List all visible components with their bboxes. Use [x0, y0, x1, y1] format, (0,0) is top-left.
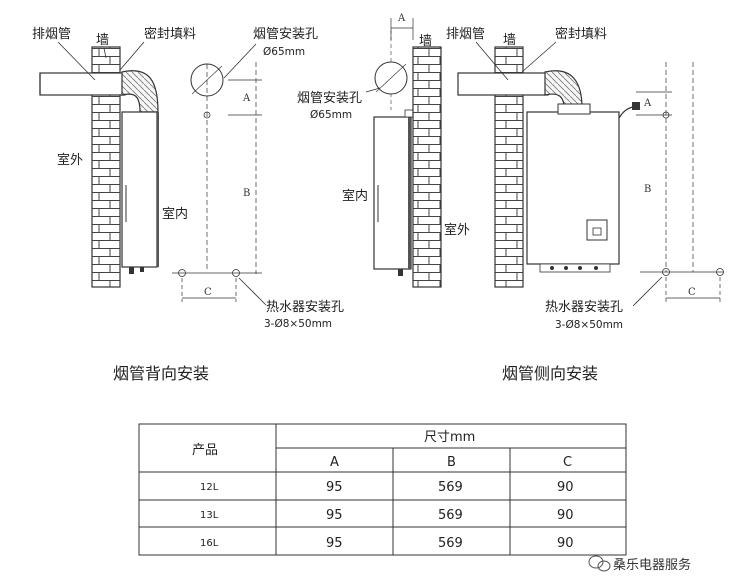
table-cell: 95 — [326, 508, 343, 523]
table-row-product: 12L — [200, 482, 219, 493]
size-table: 产品 尺寸mm A B C 12L 95 569 90 13L 95 569 9… — [138, 423, 627, 556]
table-cell: 90 — [557, 508, 574, 523]
right-brick-wall-1 — [412, 46, 442, 288]
table-col-c: C — [563, 455, 572, 470]
right-diagram-title: 烟管侧向安装 — [502, 364, 598, 383]
left-water-heater — [121, 111, 158, 268]
left-heater-hole-spec: 3-Ø8×50mm — [264, 318, 332, 330]
left-sealant-label: 密封填料 — [144, 26, 196, 42]
right-exhaust-pipe — [457, 72, 549, 96]
right-indoor-label: 室内 — [342, 188, 368, 204]
left-dim-a: A — [242, 93, 251, 104]
left-flue-hole-label: 烟管安装孔 — [253, 27, 318, 42]
left-exhaust-pipe-label: 排烟管 — [32, 27, 71, 42]
right-dim-c: C — [688, 287, 696, 298]
right-water-heater — [526, 111, 620, 265]
table-col-b: B — [447, 455, 456, 470]
left-dim-c: C — [204, 287, 212, 298]
right-exhaust-pipe-label: 排烟管 — [446, 27, 485, 42]
right-sealant-label: 密封填料 — [555, 26, 607, 42]
watermark: 桑乐电器服务 — [588, 555, 691, 573]
table-cell: 95 — [326, 536, 343, 551]
left-outdoor-label: 室外 — [57, 152, 83, 168]
left-diagram-title: 烟管背向安装 — [113, 364, 209, 383]
right-wall-label-1: 墙 — [419, 34, 432, 49]
table-cell: 569 — [438, 480, 463, 495]
table-row-product: 16L — [200, 538, 219, 549]
table-cell: 95 — [326, 480, 343, 495]
watermark-text: 桑乐电器服务 — [613, 557, 691, 573]
table-cell: 90 — [557, 536, 574, 551]
right-heater-display — [586, 219, 608, 241]
right-dim-b: B — [644, 184, 651, 195]
table-cell: 569 — [438, 508, 463, 523]
left-flex-elbow — [121, 70, 159, 113]
right-heater-hole-label: 热水器安装孔 — [545, 300, 623, 315]
left-diagram: 排烟管 墙 密封填料 室外 室内 烟管安装孔 Ø65mm A B C 热水器安装… — [32, 26, 344, 383]
right-flue-dia-label: Ø65mm — [310, 109, 352, 121]
right-flex-elbow — [544, 70, 583, 109]
table-product-header: 产品 — [192, 443, 218, 458]
table-col-a: A — [330, 455, 339, 470]
left-exhaust-pipe — [39, 72, 126, 96]
table-cell: 90 — [557, 480, 574, 495]
table-row-product: 13L — [200, 510, 219, 521]
right-diagram: A 烟管安装孔 Ø65mm 室内 墙 室外 排烟管 — [297, 13, 724, 383]
table-size-header: 尺寸mm — [424, 430, 475, 445]
left-indoor-label: 室内 — [162, 206, 188, 222]
left-flue-dia-label: Ø65mm — [263, 46, 305, 58]
right-heater-hole-spec: 3-Ø8×50mm — [555, 319, 623, 331]
left-wall-label: 墙 — [96, 33, 109, 48]
right-dim-a: A — [643, 98, 652, 109]
right-flue-hole-label: 烟管安装孔 — [297, 91, 362, 106]
right-wall-label-2: 墙 — [503, 33, 516, 48]
right-dim-a-top: A — [397, 13, 406, 24]
right-heater-side — [373, 116, 412, 270]
left-dim-b: B — [243, 188, 250, 199]
wechat-icon — [588, 555, 611, 572]
right-outdoor-label: 室外 — [444, 222, 470, 238]
table-cell: 569 — [438, 536, 463, 551]
left-heater-hole-label: 热水器安装孔 — [266, 300, 344, 315]
